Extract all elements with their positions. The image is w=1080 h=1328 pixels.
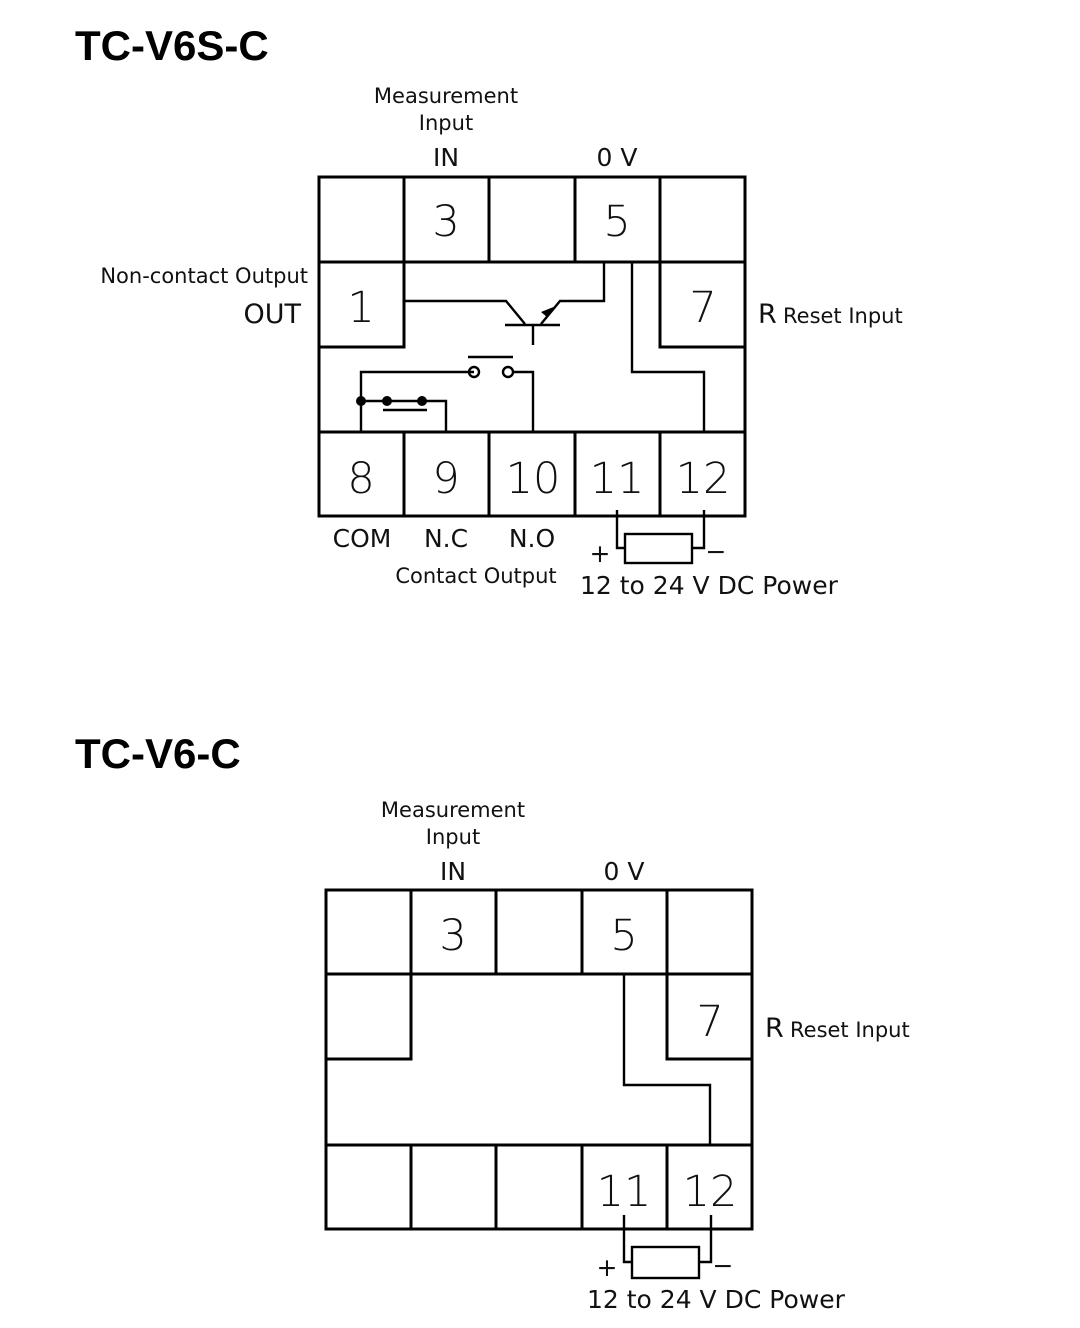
power-label: 12 to 24 V DC Power <box>580 571 839 600</box>
terminal-3: 3 <box>439 911 466 961</box>
nc-label: N.C <box>424 524 468 553</box>
zero-v-label: 0 V <box>604 857 645 886</box>
power-supply-symbol <box>615 510 706 565</box>
terminal-5: 5 <box>603 197 630 247</box>
terminal-1-cell <box>319 262 406 349</box>
terminal-11: 11 <box>590 454 645 504</box>
terminal-11: 11 <box>597 1167 652 1217</box>
no-label: N.O <box>509 524 555 553</box>
terminal-3: 3 <box>432 197 459 247</box>
terminal-5: 5 <box>610 911 637 961</box>
measurement-input-label-line2: Input <box>426 825 480 849</box>
power-source-box <box>630 1245 701 1280</box>
r-label: R <box>765 1013 784 1044</box>
measurement-input-label-line1: Measurement <box>381 798 525 822</box>
com-label: COM <box>333 524 392 553</box>
measurement-input-label-line1: Measurement <box>374 84 518 108</box>
measurement-input-label-line2: Input <box>419 111 473 135</box>
zero-v-label: 0 V <box>597 143 638 172</box>
junction-dot <box>356 396 366 406</box>
contact-output-label: Contact Output <box>395 564 556 588</box>
non-contact-output-label: Non-contact Output <box>100 264 308 288</box>
terminal-10: 10 <box>506 454 561 504</box>
terminal-1-cell <box>326 974 413 1061</box>
terminal-7-cell <box>665 974 752 1061</box>
wire <box>540 262 606 325</box>
reset-input-label: Reset Input <box>783 304 903 328</box>
terminal-7: 7 <box>696 997 723 1047</box>
diagram-title: TC-V6-C <box>75 730 241 777</box>
wire <box>359 370 474 432</box>
plus-label: + <box>590 539 611 568</box>
power-label: 12 to 24 V DC Power <box>587 1285 846 1314</box>
wire <box>615 510 625 550</box>
power-source-box <box>623 532 694 565</box>
terminal-12: 12 <box>676 454 731 504</box>
power-supply-symbol <box>622 1215 713 1280</box>
wire <box>622 974 712 1145</box>
wire <box>405 299 526 325</box>
minus-label: − <box>706 537 727 566</box>
contact-terminal <box>467 365 481 379</box>
diagram-title: TC-V6S-C <box>75 22 269 69</box>
terminal-1: 1 <box>347 283 374 333</box>
reset-input-label: Reset Input <box>790 1018 910 1042</box>
in-label: IN <box>433 143 459 172</box>
wire <box>699 1215 713 1264</box>
out-label: OUT <box>243 299 301 330</box>
in-label: IN <box>440 857 466 886</box>
wire <box>422 399 448 432</box>
relay-contact-symbol <box>356 355 535 432</box>
wire <box>692 510 706 550</box>
junction-dot <box>382 396 392 406</box>
diagram-tc-v6s-c: TC-V6S-C Measurement Input IN 0 V Non-co… <box>75 22 903 600</box>
terminal-7: 7 <box>689 283 716 333</box>
terminal-12: 12 <box>683 1167 738 1217</box>
contact-terminal <box>501 365 515 379</box>
terminal-9: 9 <box>432 454 459 504</box>
r-label: R <box>758 299 777 330</box>
wire <box>630 262 706 432</box>
terminal-7-cell <box>658 262 745 349</box>
minus-label: − <box>713 1251 734 1280</box>
diagram-tc-v6-c: TC-V6-C Measurement Input IN 0 V R Reset… <box>75 730 910 1314</box>
transistor-symbol <box>405 262 606 345</box>
terminal-8: 8 <box>347 454 374 504</box>
plus-label: + <box>597 1253 618 1282</box>
wire <box>622 1215 632 1264</box>
wire <box>513 370 535 432</box>
emitter-arrow <box>541 306 556 317</box>
